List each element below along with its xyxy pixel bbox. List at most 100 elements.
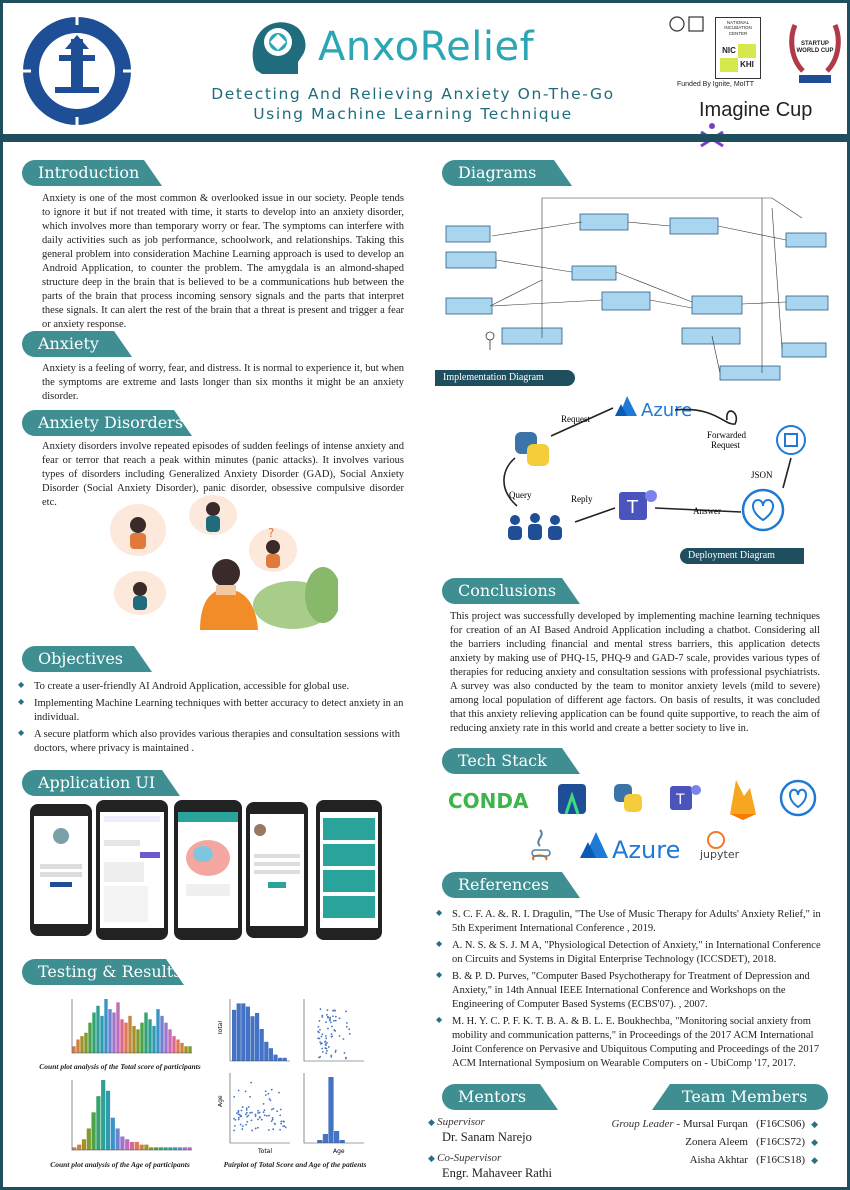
age-countplot	[71, 1080, 192, 1151]
scatter-point	[258, 1116, 261, 1119]
bar	[115, 1128, 120, 1150]
bar	[120, 1019, 124, 1053]
scatter-point	[278, 1091, 280, 1094]
scatter-point	[238, 1113, 241, 1116]
scatter-point	[342, 1038, 345, 1040]
scatter-point	[326, 1041, 328, 1044]
scatter-point	[333, 1019, 335, 1022]
bar	[268, 1048, 273, 1061]
scatter-point	[282, 1120, 285, 1123]
bar	[72, 1046, 76, 1053]
bar	[128, 1015, 132, 1053]
scatter-point	[332, 1009, 334, 1012]
bar	[177, 1147, 183, 1150]
scatter-point	[247, 1114, 250, 1117]
scatter-point	[269, 1099, 272, 1102]
team-member-row: Zonera Aleem (F16CS72)◆	[685, 1136, 818, 1148]
nic-khi-logo: NATIONAL INCUBATION CENTER NIC KHI	[715, 17, 761, 79]
azure-logo	[580, 832, 608, 858]
mentors-block: ◆ Supervisor Dr. Sanam Narejo ◆ Co-Super…	[428, 1112, 608, 1181]
bar	[92, 1012, 96, 1053]
bar	[236, 1003, 241, 1061]
introduction-text: Anxiety is one of the most common & over…	[42, 193, 404, 330]
scatter-point	[276, 1110, 279, 1113]
scatter-point	[246, 1115, 248, 1118]
team-member-row: Group Leader - Mursal Furqan (F16CS06)◆	[611, 1118, 818, 1130]
funded-by: Funded By Ignite, MoITT	[677, 81, 755, 88]
scatter-point	[334, 1019, 337, 1022]
scatter-point	[324, 1040, 326, 1043]
scatter-point	[262, 1111, 265, 1114]
scatter-point	[334, 1015, 337, 1018]
component-teams	[445, 225, 491, 243]
scatter-point	[318, 1031, 320, 1034]
deployment-diagram-label: Deployment Diagram	[680, 548, 804, 564]
jupyter-label: jupyter	[699, 848, 740, 861]
scatter-point	[328, 1019, 331, 1022]
scatter-point	[330, 1055, 333, 1058]
azure-logo	[615, 396, 637, 416]
bar	[84, 1032, 88, 1053]
scatter-point	[249, 1111, 251, 1114]
bar	[144, 1144, 149, 1150]
brand-lockup: AnxoRelief	[248, 17, 534, 77]
bar	[273, 1054, 278, 1061]
scatter-point	[279, 1114, 282, 1117]
scatter-point	[330, 1021, 332, 1024]
bar	[81, 1139, 87, 1150]
json-api-icon	[776, 425, 806, 455]
scatter-point	[260, 1118, 263, 1121]
answer-label: Answer	[693, 506, 721, 516]
scatter-point	[325, 1013, 328, 1016]
svg-text:T: T	[675, 792, 685, 808]
implementation-diagram	[445, 197, 829, 381]
scatter-point	[326, 1050, 328, 1052]
scatter-point	[329, 1016, 331, 1019]
bar	[139, 1144, 144, 1150]
team-member-name: Zonera Aleem	[685, 1136, 748, 1148]
scatter-point	[272, 1128, 275, 1131]
scatter-point	[241, 1125, 244, 1128]
python-logo	[614, 784, 642, 812]
implementation-diagram-label: Implementation Diagram	[435, 370, 575, 386]
scatter-point	[331, 1035, 334, 1038]
scatter-point	[320, 1035, 323, 1038]
scatter-point	[319, 1042, 322, 1045]
anxiety-text: Anxiety is a feeling of worry, fear, and…	[42, 363, 404, 402]
list-item: A secure platform which also provides va…	[18, 728, 408, 756]
teams-logo: T	[670, 785, 701, 810]
scatter-point	[318, 1020, 321, 1022]
bar	[120, 1136, 125, 1150]
phone-therapies-screen	[174, 800, 242, 940]
scatter-point	[265, 1114, 268, 1117]
scatter-point	[267, 1129, 270, 1131]
scatter-point	[333, 1029, 336, 1031]
scatter-point	[257, 1109, 259, 1112]
android-studio-logo	[558, 784, 586, 815]
scatter-point	[319, 1028, 321, 1031]
poster-header: AnxoRelief Detecting And Relieving Anxie…	[3, 3, 847, 148]
header-divider	[0, 134, 850, 142]
scatter-point	[241, 1128, 244, 1130]
scatter-point	[338, 1034, 341, 1037]
firebase-logo	[730, 780, 756, 820]
scatter-point	[279, 1108, 282, 1111]
scatter-point	[267, 1092, 270, 1095]
bar	[278, 1057, 283, 1061]
section-heading-tech-stack: Tech Stack	[442, 748, 580, 774]
scatter-point	[319, 1055, 322, 1058]
teams-logo: T	[619, 490, 657, 520]
python-logo	[515, 432, 549, 466]
bar	[180, 1042, 184, 1053]
scatter-point	[250, 1119, 253, 1122]
bar	[158, 1147, 163, 1150]
scatter-point	[263, 1114, 266, 1117]
startup-world-cup-logo: STARTUP WORLD CUP	[787, 15, 843, 87]
caption-total-countplot: Count plot analysis of the Total score o…	[39, 1062, 201, 1071]
team-member-id: (F16CS06)	[756, 1118, 806, 1130]
java-logo	[531, 829, 551, 861]
list-item: Implementing Machine Learning techniques…	[18, 697, 408, 725]
bar	[77, 1144, 82, 1150]
scatter-point	[270, 1120, 273, 1123]
scatter-point	[321, 1015, 324, 1018]
